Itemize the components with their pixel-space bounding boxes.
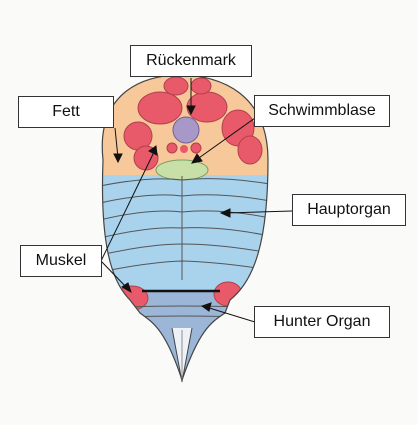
- leader-lines: [100, 78, 293, 323]
- main-organ-region: [102, 175, 269, 290]
- spinal-cord: [172, 116, 200, 144]
- spinal-dot: [180, 145, 188, 153]
- main-organ-segments: [102, 176, 269, 280]
- label-schwimmblase: Schwimmblase: [254, 95, 390, 127]
- label-rueckenmark: Rückenmark: [130, 45, 252, 77]
- label-fett: Fett: [18, 96, 114, 128]
- label-muskel: Muskel: [20, 245, 102, 277]
- label-hauptorgan: Hauptorgan: [292, 194, 406, 226]
- label-hunter-organ: Hunter Organ: [254, 306, 390, 338]
